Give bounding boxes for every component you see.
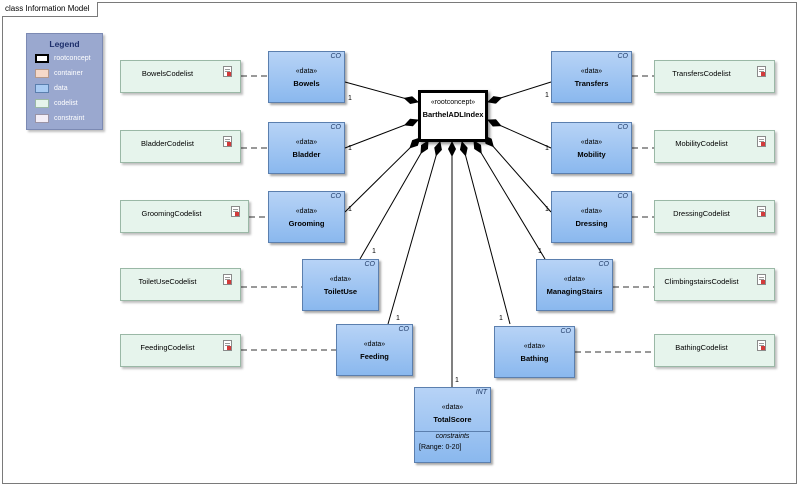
codelist-bathing[interactable]: BathingCodelist <box>654 334 775 367</box>
compartment-divider <box>415 431 490 432</box>
legend-swatch <box>35 84 49 93</box>
codelist-bladder[interactable]: BladderCodelist <box>120 130 241 163</box>
codelist-dressing[interactable]: DressingCodelist <box>654 200 775 233</box>
data-managingstairs[interactable]: CO «data» ManagingStairs <box>536 259 613 311</box>
document-icon <box>757 136 766 147</box>
composition-toiletuse <box>359 140 429 260</box>
document-icon <box>231 206 240 217</box>
composition-feeding <box>387 141 442 325</box>
multiplicity-bladder: 1 <box>348 145 352 152</box>
data-bathing[interactable]: CO «data» Bathing <box>494 326 575 378</box>
data-bowels[interactable]: CO «data» Bowels <box>268 51 345 103</box>
composition-bladder <box>344 118 419 149</box>
data-dressing[interactable]: CO «data» Dressing <box>551 191 632 243</box>
document-icon <box>223 136 232 147</box>
legend-swatch <box>35 54 49 63</box>
data-grooming[interactable]: CO «data» Grooming <box>268 191 345 243</box>
data-feeding[interactable]: CO «data» Feeding <box>336 324 413 376</box>
data-bladder[interactable]: CO «data» Bladder <box>268 122 345 174</box>
constraint-range: [Range: 0-20] <box>419 444 462 451</box>
multiplicity-feeding: 1 <box>396 315 400 322</box>
composition-bowels <box>344 81 419 105</box>
multiplicity-bowels: 1 <box>348 95 352 102</box>
composition-dressing <box>483 135 552 213</box>
multiplicity-totalscore: 1 <box>455 377 459 384</box>
codelist-grooming[interactable]: GroomingCodelist <box>120 200 249 233</box>
document-icon <box>757 206 766 217</box>
codelist-feeding[interactable]: FeedingCodelist <box>120 334 241 367</box>
legend: Legend rootconcept container data codeli… <box>26 33 103 130</box>
multiplicity-transfers: 1 <box>545 92 549 99</box>
codelist-bowels[interactable]: BowelsCodelist <box>120 60 241 93</box>
data-toiletuse[interactable]: CO «data» ToiletUse <box>302 259 379 311</box>
composition-bathing <box>459 141 511 325</box>
document-icon <box>223 340 232 351</box>
codelist-transfers[interactable]: TransfersCodelist <box>654 60 775 93</box>
legend-swatch <box>35 99 49 108</box>
document-icon <box>223 274 232 285</box>
document-icon <box>757 274 766 285</box>
codelist-climbingstairs[interactable]: ClimbingstairsCodelist <box>654 268 775 301</box>
diagram-frame-title: class Information Model <box>2 2 99 17</box>
rootconcept-barthel-adl-index[interactable]: «rootconcept» BarthelADLIndex <box>418 90 488 142</box>
codelist-mobility[interactable]: MobilityCodelist <box>654 130 775 163</box>
document-icon <box>757 340 766 351</box>
multiplicity-grooming: 1 <box>348 206 352 213</box>
data-transfers[interactable]: CO «data» Transfers <box>551 51 632 103</box>
multiplicity-toiletuse: 1 <box>372 248 376 255</box>
legend-title: Legend <box>49 39 80 49</box>
multiplicity-bathing: 1 <box>499 315 503 322</box>
legend-swatch <box>35 114 49 123</box>
multiplicity-mobility: 1 <box>545 145 549 152</box>
document-icon <box>757 66 766 77</box>
multiplicity-dressing: 1 <box>545 206 549 213</box>
codelist-toiletuse[interactable]: ToiletUseCodelist <box>120 268 241 301</box>
legend-swatch <box>35 69 49 78</box>
constraints-header: constraints <box>435 433 470 440</box>
composition-transfers <box>487 81 552 104</box>
composition-managingstairs <box>473 140 546 260</box>
data-mobility[interactable]: CO «data» Mobility <box>551 122 632 174</box>
data-totalscore[interactable]: INT «data» TotalScore constraints [Range… <box>414 387 491 463</box>
document-icon <box>223 66 232 77</box>
composition-mobility <box>487 119 552 149</box>
composition-grooming <box>344 137 421 213</box>
multiplicity-managingstairs: 1 <box>538 248 542 255</box>
